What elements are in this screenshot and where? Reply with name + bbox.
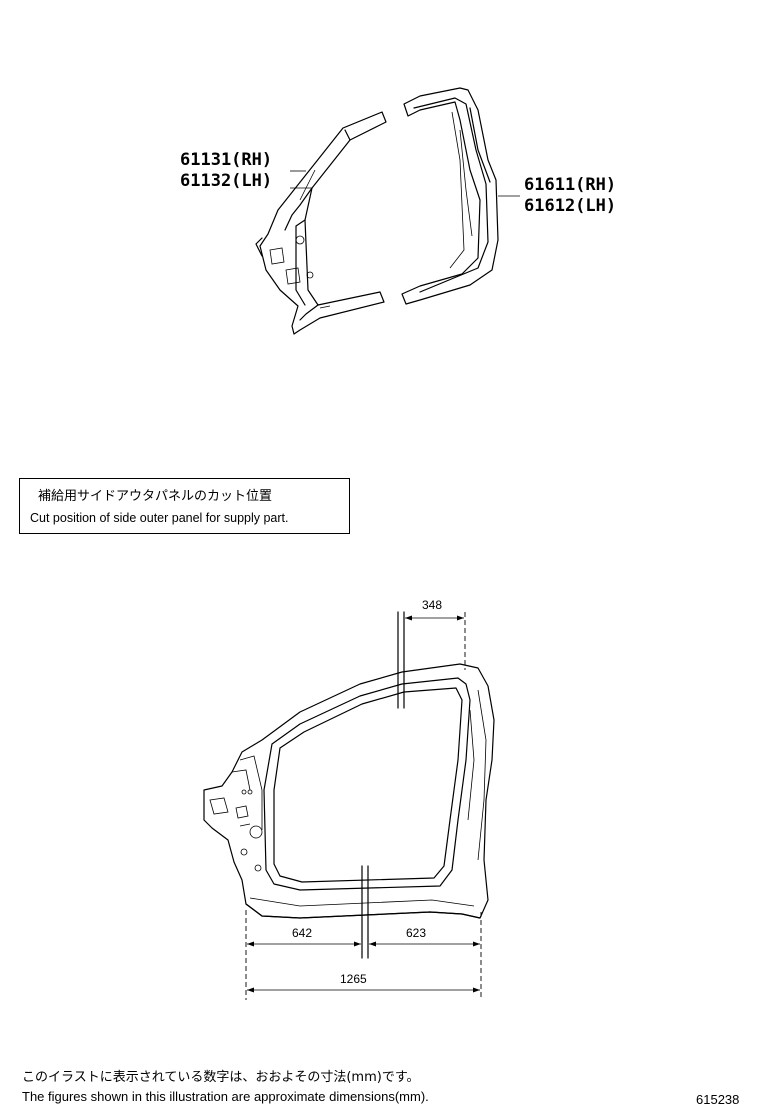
- dimension-bottom-left: 642: [292, 926, 313, 940]
- dimension-overall: 1265: [340, 972, 367, 986]
- part-number-61612-lh: 61612(LH): [524, 196, 617, 216]
- front-pillar-part: [255, 111, 387, 335]
- cut-note-english: Cut position of side outer panel for sup…: [30, 511, 289, 525]
- cut-note-japanese: 補給用サイドアウタパネルのカット位置: [38, 489, 273, 504]
- dimension-bottom-right: 623: [406, 926, 427, 940]
- side-panel-outline: [203, 611, 495, 1000]
- catalog-number: 615238: [696, 1092, 740, 1107]
- part-number-61132-lh: 61132(LH): [180, 171, 273, 191]
- outer-panel-part: [401, 87, 499, 305]
- footer-note-english: The figures shown in this illustration a…: [22, 1089, 429, 1104]
- dimension-lines: [247, 615, 480, 993]
- part-number-61131-rh: 61131(RH): [180, 150, 273, 170]
- part-number-61611-rh: 61611(RH): [524, 175, 617, 195]
- dimension-top: 348: [422, 598, 443, 612]
- cut-position-note: 補給用サイドアウタパネルのカット位置 Cut position of side …: [19, 478, 350, 534]
- footer-note-japanese: このイラストに表示されている数字は、おおよその寸法(mm)です。: [22, 1070, 420, 1085]
